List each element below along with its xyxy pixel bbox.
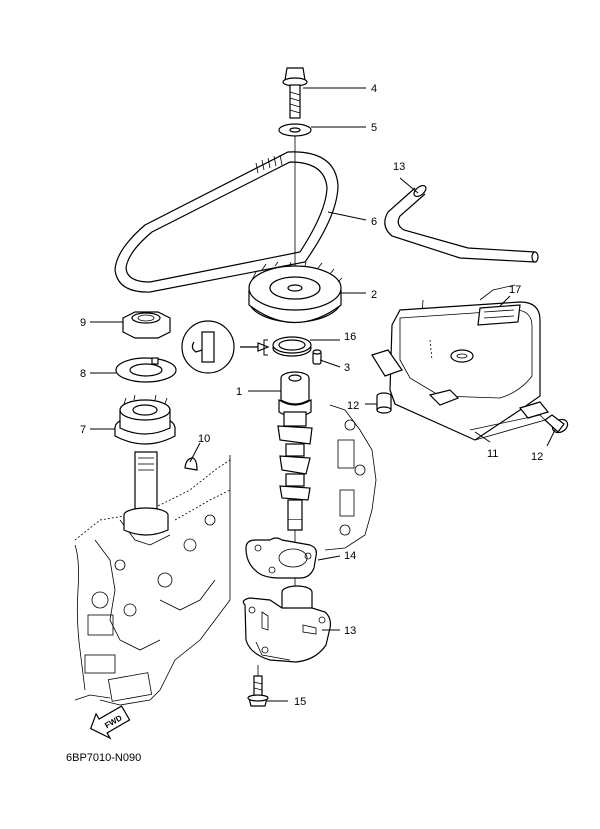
cover-part-11 [371,284,550,441]
callout-6: 6 [371,216,377,228]
callout-12-b: 12 [531,451,543,463]
washer-part-8 [115,357,177,383]
callout-11: 11 [487,448,498,460]
oil-seal-part-17 [272,336,312,357]
oil-pump-part-14 [242,585,332,663]
callout-18: 17 [509,284,521,296]
gasket-part-15 [245,537,317,579]
bolt-part-16 [247,675,269,707]
dowel-pin-part-3 [312,349,322,365]
drawing-code: 6BP7010-N090 [66,752,141,764]
pulley-teeth [251,261,343,283]
callout-9: 9 [80,317,86,329]
callout-3: 3 [344,362,350,374]
engine-block-right [324,404,377,551]
belt-teeth [255,154,283,174]
callout-14: 13 [344,625,356,637]
camshaft-part-1 [277,371,313,531]
callout-15: 14 [344,550,356,562]
callout-16: 15 [294,696,306,708]
seal-detail-inset [181,320,270,374]
callouts: 4 5 6 2 16 3 1 9 8 7 10 13 17 12 11 12 1… [80,83,543,708]
callout-1: 1 [236,386,242,398]
callout-5: 5 [371,122,377,134]
engine-block [74,455,231,706]
cam-pulley-part-2 [248,261,343,323]
callout-7: 7 [80,424,86,436]
leader-lines [90,87,556,702]
bolt-part-4 [282,67,308,119]
callout-10: 10 [198,433,210,445]
callout-8: 8 [80,368,86,380]
nut-part-9 [122,311,171,339]
hose-part-13 [384,184,539,263]
key-part-10 [184,457,198,471]
drive-pulley-part-7 [114,394,176,445]
callout-2: 2 [371,289,377,301]
callout-4: 4 [371,83,377,95]
drive-shaft [123,451,169,536]
callout-13: 13 [393,161,405,173]
callout-17: 16 [344,331,356,343]
timing-belt [114,151,339,293]
grommet-part-12a [376,392,392,414]
forward-arrow-icon: FWD [89,705,131,740]
washer-part-5 [278,123,312,137]
callout-12-a: 12 [347,400,359,412]
label-part-18 [477,304,521,326]
grommet-part-12b [544,414,569,434]
